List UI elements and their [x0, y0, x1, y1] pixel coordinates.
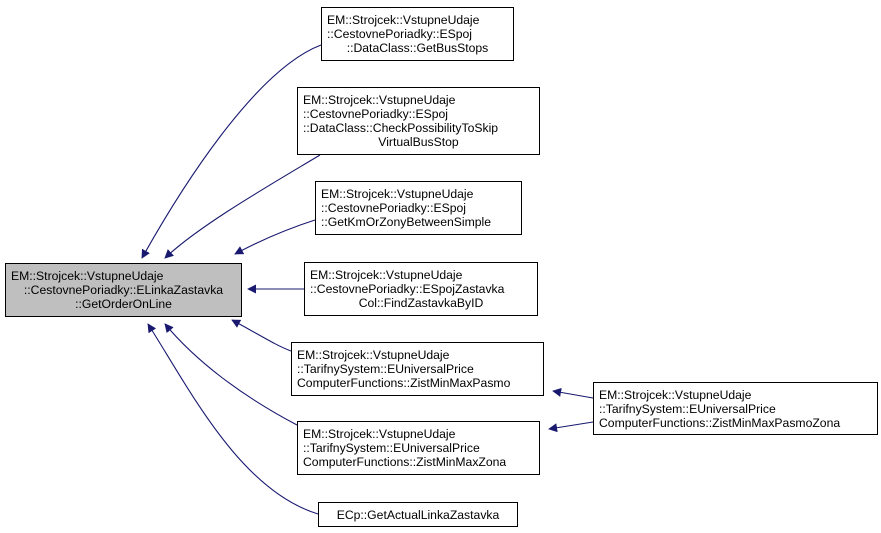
root-node-get-order-on-line: EM::Strojcek::VstupneUdaje ::CestovnePor… [5, 263, 242, 317]
node-label-line: ComputerFunctions::ZistMinMaxPasmo [297, 376, 511, 390]
node-label-line: ComputerFunctions::ZistMinMaxZona [303, 455, 507, 469]
node-label-line: ::TarifnySystem::EUniversalPrice [303, 441, 480, 455]
node-label-line: ::DataClass::CheckPossibilityToSkip [303, 121, 499, 135]
node-label-line: ::CestovnePoriadky::ELinkaZastavka [23, 283, 224, 297]
caller-node-zist-min-max-pasmo[interactable]: EM::Strojcek::VstupneUdaje ::TarifnySyst… [291, 342, 544, 396]
caller-node-find-zastavka-by-id[interactable]: EM::Strojcek::VstupneUdaje ::CestovnePor… [304, 262, 538, 316]
node-label-line: ::DataClass::GetBusStops [346, 41, 489, 55]
edge-n3-to-root [234, 219, 316, 255]
edge-n2-to-root [164, 154, 321, 259]
caller-node-get-actual-linka-zastavka[interactable]: ECp::GetActualLinkaZastavka [318, 502, 518, 527]
node-label-line: EM::Strojcek::VstupneUdaje [327, 13, 480, 27]
node-label-line: ::GetOrderOnLine [75, 297, 172, 311]
edge-n7-to-root [147, 323, 319, 515]
node-label-line: ComputerFunctions::ZistMinMaxPasmoZona [599, 415, 841, 430]
caller-node-get-bus-stops[interactable]: EM::Strojcek::VstupneUdaje ::CestovnePor… [321, 7, 514, 61]
edge-n8-to-n6 [548, 421, 594, 433]
caller-node-zist-min-max-pasmo-zona[interactable]: EM::Strojcek::VstupneUdaje ::TarifnySyst… [593, 382, 878, 435]
caller-node-check-possibility-to-skip-virtual-bus-stop[interactable]: EM::Strojcek::VstupneUdaje ::CestovnePor… [297, 87, 540, 155]
edge-n6-to-root [164, 323, 298, 426]
node-label-line: ::CestovnePoriadky::ESpojZastavka [310, 282, 505, 296]
caller-node-zist-min-max-zona[interactable]: EM::Strojcek::VstupneUdaje ::TarifnySyst… [297, 421, 540, 475]
node-label-line: VirtualBusStop [378, 135, 459, 149]
node-label-line: ::CestovnePoriadky::ESpoj [303, 107, 448, 121]
node-label-line: EM::Strojcek::VstupneUdaje [297, 348, 450, 362]
node-label-line: ::CestovnePoriadky::ESpoj [327, 27, 472, 41]
node-label-line: ::TarifnySystem::EUniversalPrice [599, 401, 776, 416]
node-label-line: ::TarifnySystem::EUniversalPrice [297, 362, 474, 376]
edge-n5-to-root [231, 319, 292, 352]
node-label-line: EM::Strojcek::VstupneUdaje [599, 387, 752, 402]
node-label-line: ECp::GetActualLinkaZastavka [336, 507, 500, 522]
node-label-line: Col::FindZastavkaByID [358, 296, 484, 310]
node-label-line: EM::Strojcek::VstupneUdaje [310, 268, 463, 282]
node-label-line: EM::Strojcek::VstupneUdaje [303, 427, 456, 441]
node-label-line: EM::Strojcek::VstupneUdaje [321, 187, 474, 201]
node-label-line: EM::Strojcek::VstupneUdaje [303, 93, 456, 107]
node-label-line: EM::Strojcek::VstupneUdaje [11, 269, 164, 283]
caller-node-get-km-or-zony-between-simple[interactable]: EM::Strojcek::VstupneUdaje ::CestovnePor… [315, 181, 522, 235]
node-label-line: ::GetKmOrZonyBetweenSimple [321, 215, 492, 229]
edge-n1-to-root [141, 44, 322, 259]
edge-n8-to-n5 [552, 387, 594, 399]
node-label-line: ::CestovnePoriadky::ESpoj [321, 201, 466, 215]
